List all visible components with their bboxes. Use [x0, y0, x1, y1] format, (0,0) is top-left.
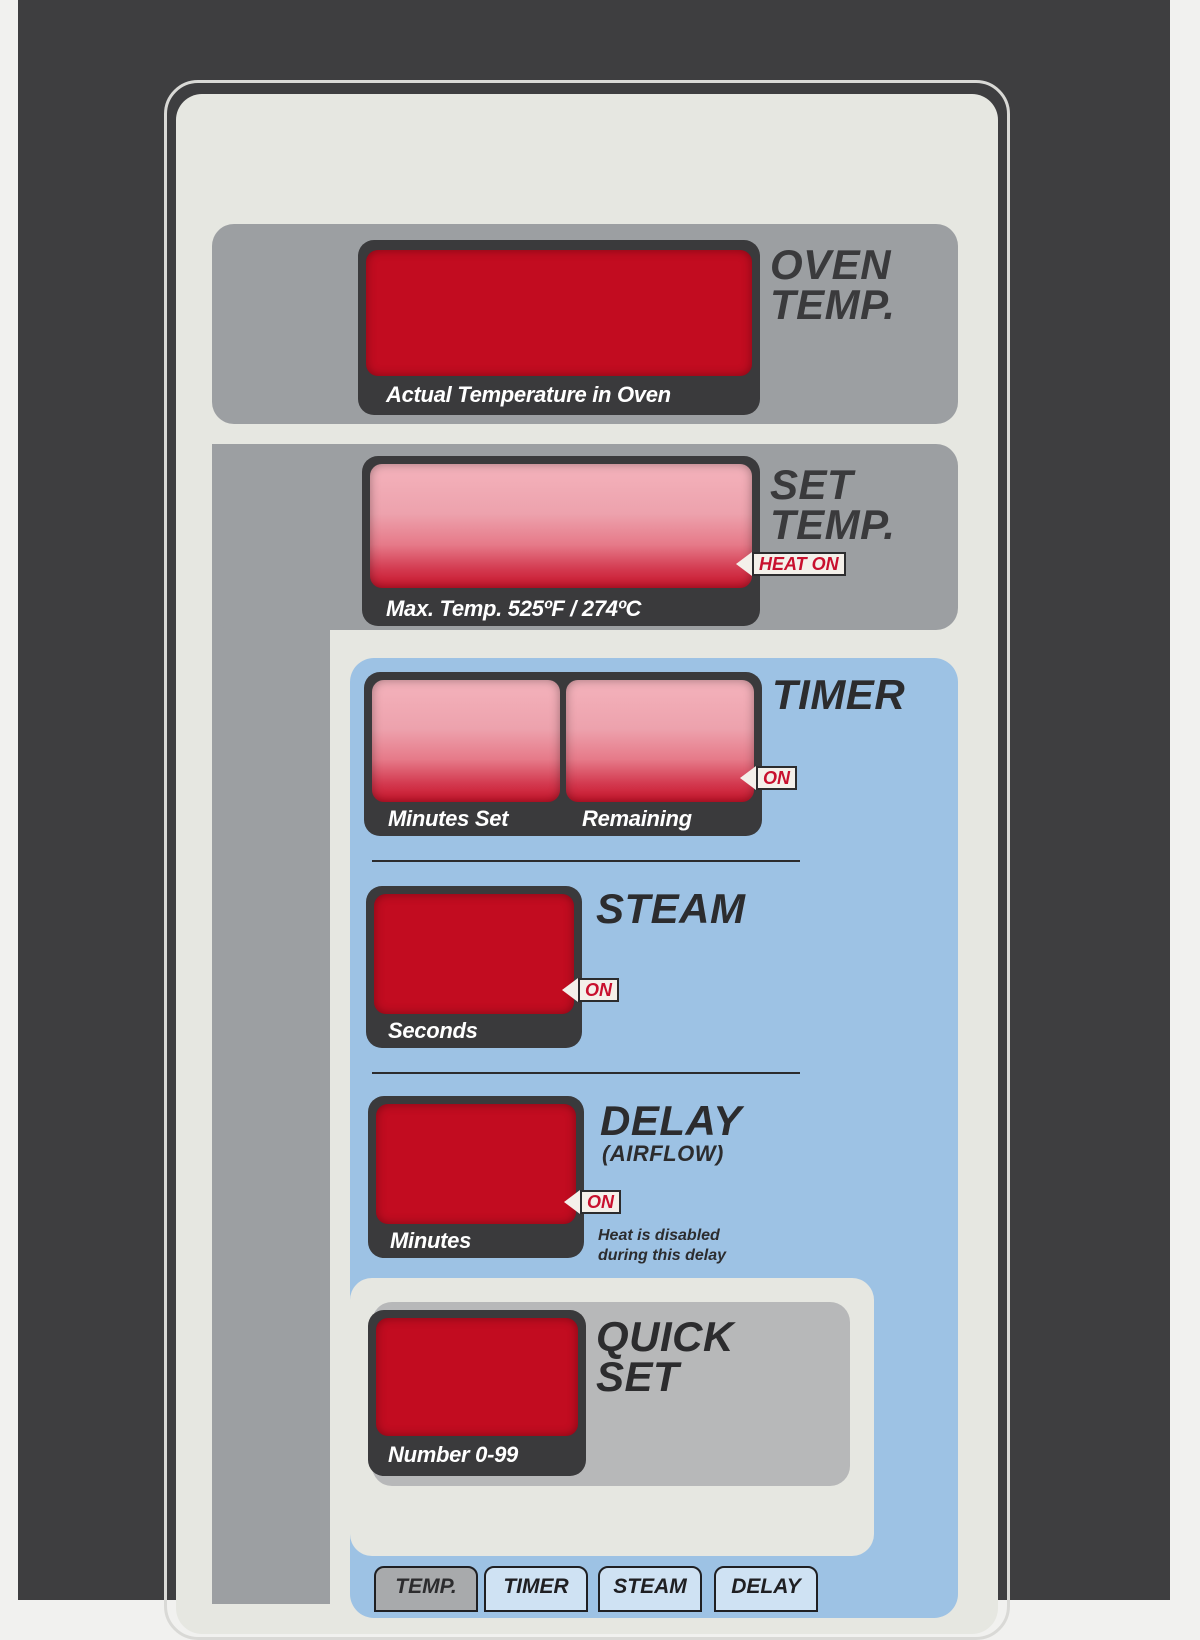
timer-on-indicator-tip [740, 766, 756, 790]
oven-temp-display[interactable] [366, 250, 752, 376]
tab-timer[interactable]: TIMER [484, 1566, 588, 1612]
delay-subtitle: (AIRFLOW) [602, 1141, 724, 1166]
timer-on-indicator: ON [756, 766, 797, 790]
set-temp-title-line1: SET [770, 461, 854, 508]
quick-set-title-line1: QUICK [596, 1313, 734, 1360]
set-temp-caption: Max. Temp. 525ºF / 274ºC [386, 596, 642, 621]
heat-on-indicator-tip [736, 552, 752, 576]
timer-divider [372, 860, 800, 862]
tab-delay[interactable]: DELAY [714, 1566, 818, 1612]
timer-remaining-display[interactable] [566, 680, 754, 802]
steam-on-indicator: ON [578, 978, 619, 1002]
timer-minutes-set-display[interactable] [372, 680, 560, 802]
oven-temp-caption: Actual Temperature in Oven [386, 382, 671, 407]
delay-display[interactable] [376, 1104, 576, 1224]
tab-temp[interactable]: TEMP. [374, 1566, 478, 1612]
heat-on-indicator: HEAT ON [752, 552, 846, 576]
quick-set-display[interactable] [376, 1318, 578, 1436]
oven-temp-title-line1: OVEN [770, 241, 892, 288]
delay-on-indicator-tip [564, 1190, 580, 1214]
panel-gray-strip [212, 444, 330, 1604]
steam-on-indicator-tip [562, 978, 578, 1002]
steam-display[interactable] [374, 894, 574, 1014]
set-temp-display[interactable] [370, 464, 752, 588]
steam-caption: Seconds [388, 1018, 478, 1043]
quick-set-title-line2: SET [596, 1353, 680, 1400]
oven-temp-title-line2: TEMP. [770, 281, 896, 328]
timer-minutes-set-caption: Minutes Set [388, 806, 509, 831]
quick-set-caption: Number 0-99 [388, 1442, 518, 1467]
timer-remaining-caption: Remaining [582, 806, 692, 831]
delay-title: DELAY [600, 1097, 742, 1144]
delay-caption: Minutes [390, 1228, 472, 1253]
set-temp-title-line2: TEMP. [770, 501, 896, 548]
steam-title: STEAM [596, 885, 746, 932]
delay-note-line1: Heat is disabled [598, 1227, 720, 1244]
steam-divider [372, 1072, 800, 1074]
delay-note-line2: during this delay [598, 1247, 727, 1264]
delay-on-indicator: ON [580, 1190, 621, 1214]
tab-steam[interactable]: STEAM [598, 1566, 702, 1612]
timer-title: TIMER [772, 671, 906, 718]
